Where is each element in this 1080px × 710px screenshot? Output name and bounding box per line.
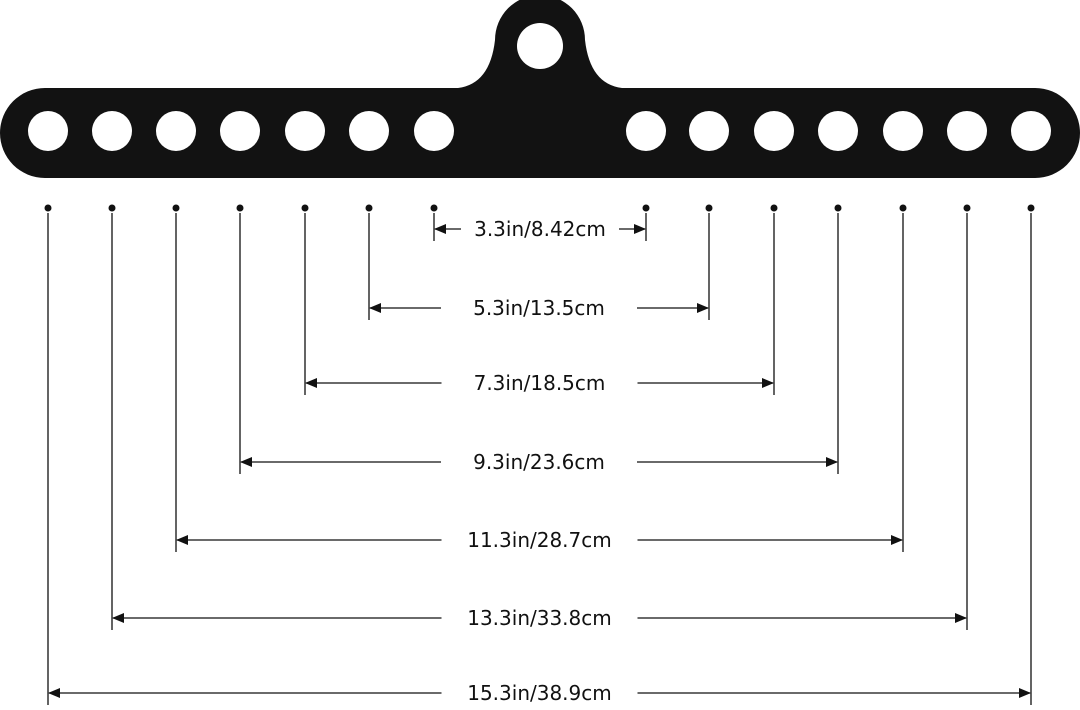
- dimension-2: 5.3in/13.5cm: [368, 213, 710, 320]
- hole-marker-dot: [834, 204, 842, 212]
- handle-hole: [1011, 111, 1051, 151]
- dimension-6: 13.3in/33.8cm: [111, 213, 968, 630]
- dimension-label: 7.3in/18.5cm: [474, 371, 606, 395]
- hole-marker-dot: [44, 204, 52, 212]
- dimension-label: 5.3in/13.5cm: [473, 296, 605, 320]
- dimension-4: 9.3in/23.6cm: [239, 213, 839, 474]
- hole-marker-dot: [642, 204, 650, 212]
- dimension-label: 3.3in/8.42cm: [474, 217, 606, 241]
- hole-marker-dot: [899, 204, 907, 212]
- hole-marker-dot: [430, 204, 438, 212]
- hole-marker-dot: [301, 204, 309, 212]
- bar-body: [0, 0, 1080, 178]
- handle-hole: [689, 111, 729, 151]
- grip-handle-bar: [0, 0, 1080, 178]
- handle-hole: [28, 111, 68, 151]
- handle-holes: [28, 111, 1051, 151]
- hole-marker-dot: [365, 204, 373, 212]
- dimension-3: 7.3in/18.5cm: [304, 213, 775, 395]
- hole-marker-dot: [1027, 204, 1035, 212]
- dimension-label: 9.3in/23.6cm: [473, 450, 605, 474]
- hole-marker-dots: [44, 204, 1035, 212]
- dimension-label: 11.3in/28.7cm: [467, 528, 612, 552]
- dimension-1: 3.3in/8.42cm: [433, 213, 647, 241]
- dimension-label: 15.3in/38.9cm: [467, 681, 612, 705]
- hole-marker-dot: [172, 204, 180, 212]
- hole-marker-dot: [963, 204, 971, 212]
- handle-hole: [947, 111, 987, 151]
- hole-marker-dot: [770, 204, 778, 212]
- handle-hole: [92, 111, 132, 151]
- handle-hole: [156, 111, 196, 151]
- dimension-7: 15.3in/38.9cm: [47, 213, 1032, 705]
- handle-hole: [220, 111, 260, 151]
- dimension-lines: 3.3in/8.42cm 5.3in/13.5cm 7.3in/18.5cm 9.3i…: [47, 213, 1032, 705]
- hole-marker-dot: [108, 204, 116, 212]
- handle-hole: [414, 111, 454, 151]
- hang-loop-hole: [517, 23, 563, 69]
- hole-marker-dot: [236, 204, 244, 212]
- dimension-5: 11.3in/28.7cm: [175, 213, 904, 552]
- handle-hole: [285, 111, 325, 151]
- hole-marker-dot: [705, 204, 713, 212]
- handle-hole: [349, 111, 389, 151]
- handle-hole: [818, 111, 858, 151]
- handle-hole: [626, 111, 666, 151]
- handle-hole: [754, 111, 794, 151]
- dimension-label: 13.3in/33.8cm: [467, 606, 612, 630]
- handle-hole: [883, 111, 923, 151]
